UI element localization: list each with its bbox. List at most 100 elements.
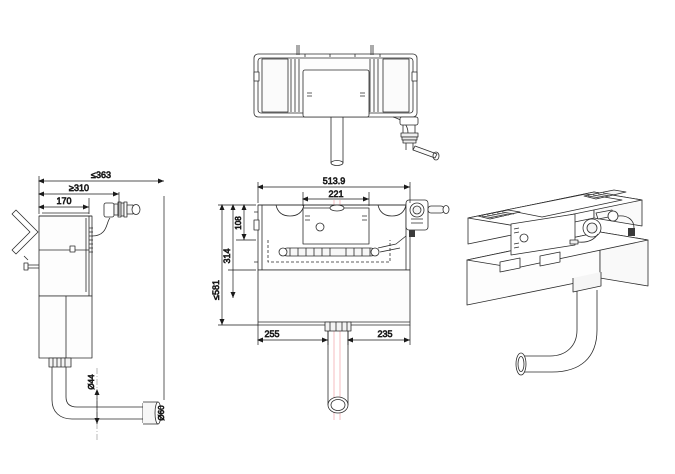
front-outlet-collar [324, 321, 352, 332]
top-left-rib [261, 58, 289, 113]
top-left-ribs-lines [290, 59, 300, 112]
dimlabel-170: 170 [56, 196, 71, 206]
front-left-ext [218, 204, 258, 326]
left-small-boss [69, 245, 76, 253]
left-side-arm [27, 264, 39, 269]
iso-hatch-plate [505, 193, 623, 218]
top-edge-notches [304, 54, 381, 57]
front-pipe-mouth-inner [330, 399, 346, 411]
iso-pipe-outer [521, 286, 578, 357]
top-rod-left [296, 45, 300, 55]
iso-panel-hole [519, 233, 529, 243]
dimlabel-221: 221 [328, 189, 343, 199]
top-valve-nut1 [400, 132, 419, 138]
front-valve-linkage [377, 235, 407, 249]
front-plate-hole [315, 222, 325, 232]
top-outlet-pipe [330, 117, 344, 163]
front-flush-rod-teeth [289, 248, 371, 256]
left-valve-nut1 [117, 201, 122, 218]
left-chevron-bracket [11, 209, 39, 255]
dimlabel-255: 255 [264, 329, 279, 339]
top-right-ribs-lines [369, 59, 379, 112]
iso-grip-left-ribs [481, 211, 515, 219]
front-bottom-ext [257, 325, 411, 345]
iso-lug-left [499, 257, 521, 273]
view-iso [466, 189, 649, 376]
front-plate-top-boss [329, 204, 345, 212]
left-flange-ribs [52, 358, 66, 367]
dimlabel-581: ≤581 [211, 280, 221, 300]
left-bracket-foot [23, 255, 29, 261]
dimlabel-d44: Ø44 [87, 374, 96, 390]
left-valve-body [103, 202, 115, 218]
view-front [253, 199, 450, 420]
left-pipe-inner [65, 367, 143, 408]
top-right-boss [411, 71, 418, 82]
iso-valve-dial-inner [586, 222, 598, 234]
view-left [11, 201, 162, 425]
top-valve-nut3 [402, 139, 417, 144]
front-outlet-ribs [329, 322, 348, 331]
left-rib-ticks [89, 227, 93, 253]
iso-panel [510, 213, 576, 256]
top-valve-nut2 [401, 136, 418, 141]
front-flush-rod [282, 247, 376, 257]
dimension-layer: ≤363 ≥310 170 Ø44 Ø60 513.9 221 108 314 … [38, 170, 411, 440]
dimlabel-314: 314 [222, 248, 232, 263]
iso-lug-right [539, 251, 561, 267]
front-notch-right [377, 204, 407, 217]
top-valve-stem [405, 143, 414, 150]
iso-pipe-inner [521, 290, 598, 373]
iso-link-arm [577, 233, 599, 243]
left-outlet-flange [48, 357, 72, 368]
left-valve-collar [113, 203, 119, 216]
front-top-ext [257, 182, 411, 206]
view-top [253, 45, 440, 166]
left-side-arm-cap [23, 262, 29, 271]
left-pipe-outer [51, 367, 143, 420]
iso-supply-hose [617, 215, 635, 229]
dimlabel-5139: 513.9 [323, 176, 346, 186]
left-valve-nut3 [123, 201, 128, 218]
front-rod-pivot-right [370, 247, 380, 257]
left-valve-nut2 [120, 202, 125, 217]
top-valve-tip [432, 151, 440, 161]
front-valve-tip [442, 205, 450, 214]
dimlabel-108: 108 [234, 216, 243, 230]
iso-valve-knob [607, 210, 619, 222]
top-rod-right [370, 45, 374, 55]
front-rod-guide [267, 240, 391, 263]
iso-panel-slots [513, 227, 520, 249]
dimlabel-363: ≤363 [91, 170, 111, 180]
front-left-tab [253, 219, 260, 231]
top-plate-slots [307, 92, 365, 97]
left-upper-body [38, 215, 93, 297]
top-valve-tail [412, 145, 438, 159]
front-valve-clip [409, 230, 415, 237]
front-plate-slots [305, 215, 367, 221]
iso-pipe-mouth-inner [517, 356, 525, 372]
front-tank-body [257, 269, 411, 326]
left-pipe-mouth [154, 401, 162, 425]
front-left-marks [254, 211, 258, 263]
dimlabel-235: 235 [377, 329, 392, 339]
top-access-plate [302, 69, 370, 118]
top-valve-neck [402, 125, 416, 133]
iso-outlet-collar [572, 272, 602, 293]
top-outlet-end [330, 160, 344, 166]
iso-hose-clip [628, 228, 635, 236]
top-right-rib [382, 58, 410, 113]
left-rib-lines [85, 216, 90, 296]
front-inspection-plate [302, 207, 370, 245]
front-notch-left [275, 204, 305, 217]
front-valve-linkage2 [379, 247, 401, 253]
left-supply-hose [91, 217, 111, 237]
front-valve-shank [427, 205, 445, 214]
dimlabel-310: ≥310 [69, 183, 89, 193]
front-rod-pivot-left [278, 247, 288, 257]
left-valve-tip [131, 204, 141, 215]
front-valve-dial-inner [412, 205, 422, 215]
dimlabel-d60: Ø60 [157, 405, 166, 421]
